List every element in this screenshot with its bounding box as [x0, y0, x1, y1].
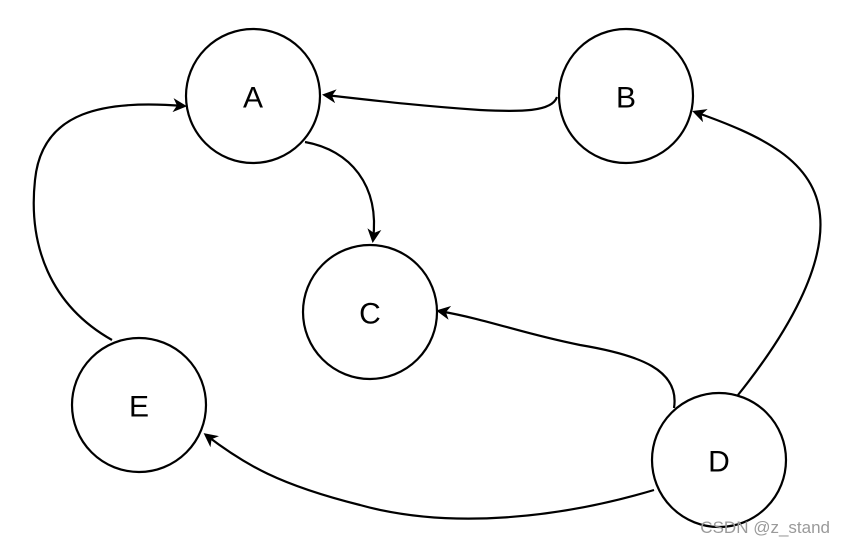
node-a: A: [184, 27, 322, 165]
watermark-text: CSDN @z_stand: [700, 518, 830, 537]
node-b-label: B: [616, 82, 636, 115]
node-e-label: E: [129, 391, 149, 424]
edge-d-to-c: [436, 306, 676, 409]
node-d-label: D: [708, 446, 730, 479]
edge-d-to-e: [203, 433, 655, 520]
edge-e-to-a: [32, 98, 187, 341]
node-a-label: A: [243, 82, 263, 115]
node-c: C: [301, 243, 439, 381]
edge-b-to-a: [322, 89, 559, 113]
node-d: D: [650, 391, 788, 529]
node-c-label: C: [359, 298, 381, 331]
node-b: B: [557, 27, 695, 165]
node-e: E: [70, 336, 208, 474]
edge-d-to-b: [692, 109, 822, 396]
edge-a-to-c: [304, 140, 382, 243]
